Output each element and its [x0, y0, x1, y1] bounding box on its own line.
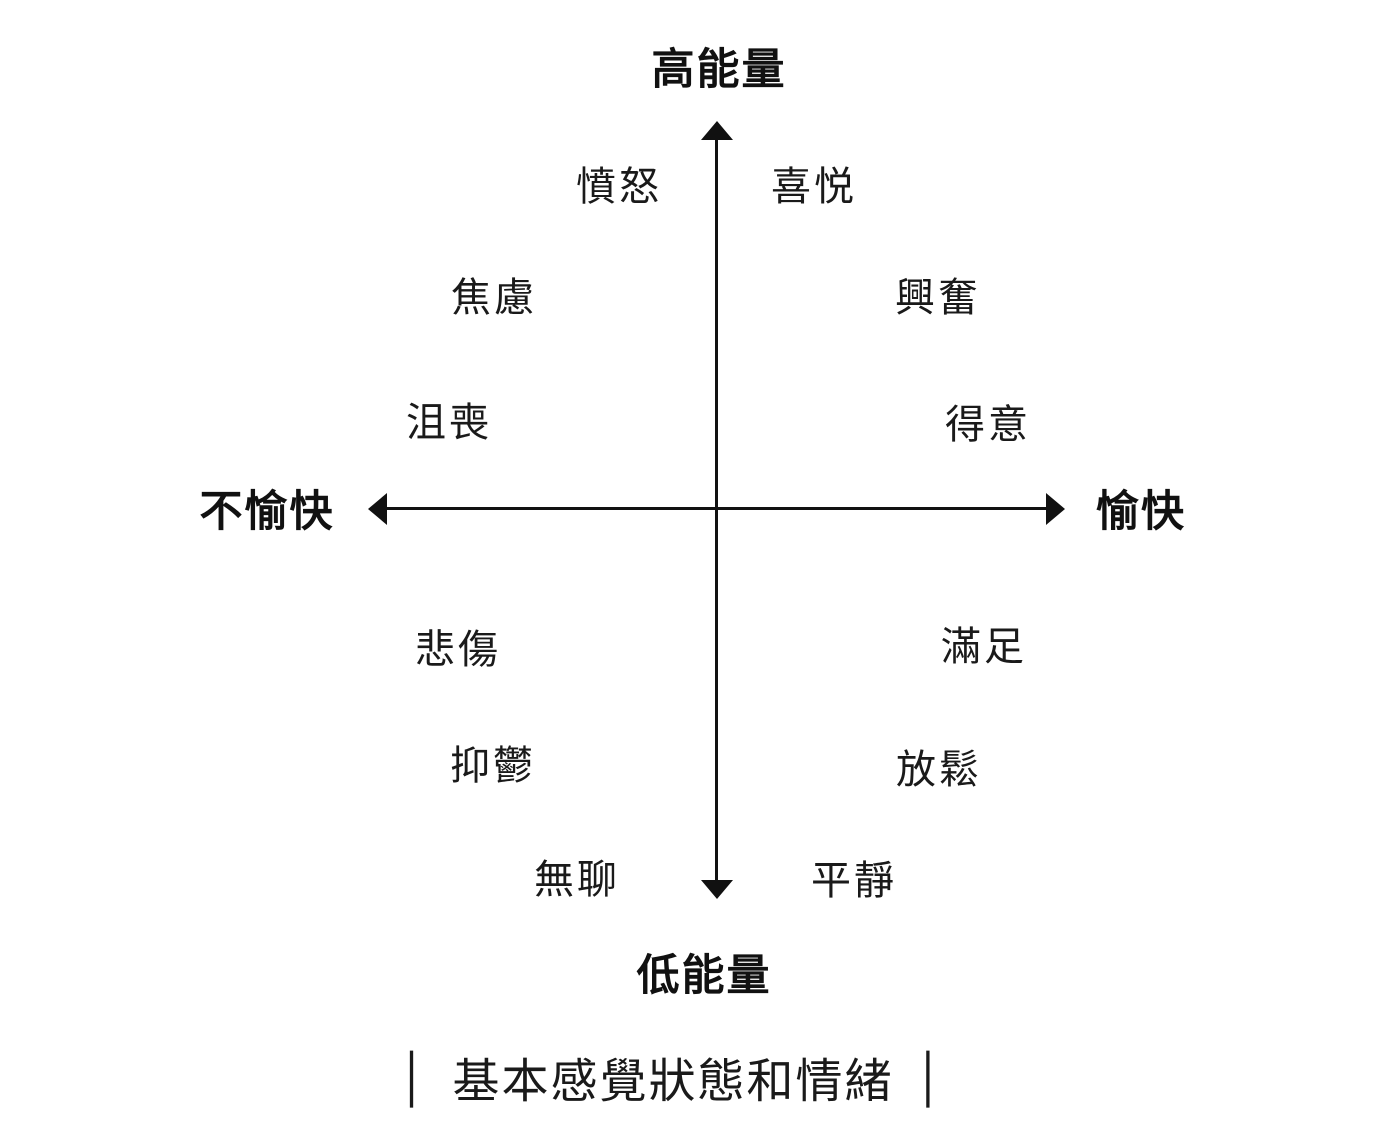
emotion-label-anxiety: 焦慮: [451, 276, 537, 320]
arrow-left-icon: [368, 493, 387, 525]
horizontal-axis-line: [386, 507, 1050, 510]
figure-caption: │ 基本感覺狀態和情緒 │: [399, 1043, 947, 1112]
caption-left-bar: │: [399, 1050, 431, 1104]
emotion-label-sadness: 悲傷: [415, 628, 501, 672]
emotion-label-contentment: 滿足: [941, 625, 1027, 669]
emotion-label-depression: 抑鬱: [450, 744, 536, 788]
emotion-label-frustration: 沮喪: [406, 401, 492, 445]
emotion-label-boredom: 無聊: [534, 858, 620, 902]
emotion-label-pride: 得意: [945, 403, 1031, 447]
emotion-label-relaxation: 放鬆: [896, 748, 982, 792]
axis-label-high-energy: 高能量: [651, 46, 787, 94]
axis-label-pleasant: 愉快: [1096, 488, 1186, 536]
arrow-down-icon: [701, 880, 733, 899]
arrow-up-icon: [701, 121, 733, 140]
axis-label-unpleasant: 不愉快: [199, 488, 335, 536]
arrow-right-icon: [1046, 493, 1065, 525]
emotion-label-anger: 憤怒: [576, 165, 662, 209]
caption-right-bar: │: [915, 1050, 947, 1104]
vertical-axis-line: [715, 136, 718, 884]
axis-label-low-energy: 低能量: [636, 952, 772, 1000]
emotion-label-calm: 平靜: [811, 859, 897, 903]
emotion-label-excitement: 興奮: [895, 276, 981, 320]
emotion-label-joy: 喜悦: [771, 165, 857, 209]
caption-text: 基本感覺狀態和情緒: [452, 1054, 894, 1108]
